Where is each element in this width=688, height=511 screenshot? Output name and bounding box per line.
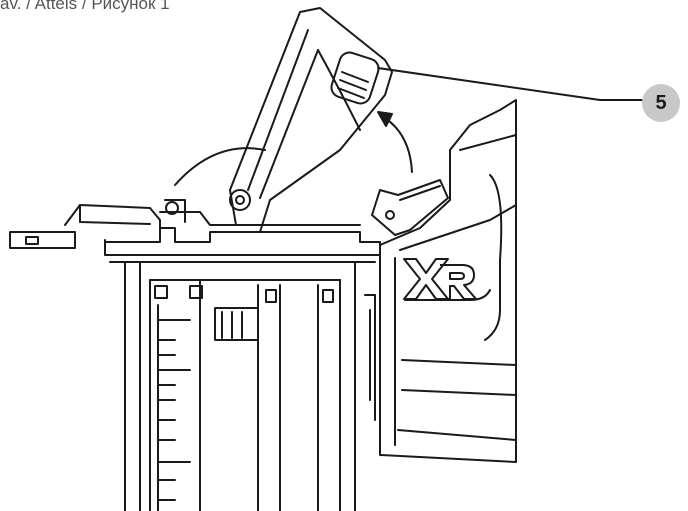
- lid-latch: [330, 51, 380, 105]
- xr-logo: [400, 255, 480, 310]
- top-deck: [104, 211, 381, 263]
- open-lid: [174, 7, 393, 233]
- callout-leader-line: [377, 67, 643, 101]
- left-tab: [9, 204, 161, 249]
- callout-5: 5: [642, 84, 680, 122]
- side-plate: [364, 294, 376, 421]
- right-latch: [371, 179, 449, 236]
- figure-caption: av. / Attels / Рисунок 1: [0, 0, 170, 13]
- device-housing: [379, 99, 517, 463]
- cartridge-column: [124, 261, 356, 511]
- rotation-arrow: [377, 111, 413, 173]
- left-hinge: [164, 199, 186, 223]
